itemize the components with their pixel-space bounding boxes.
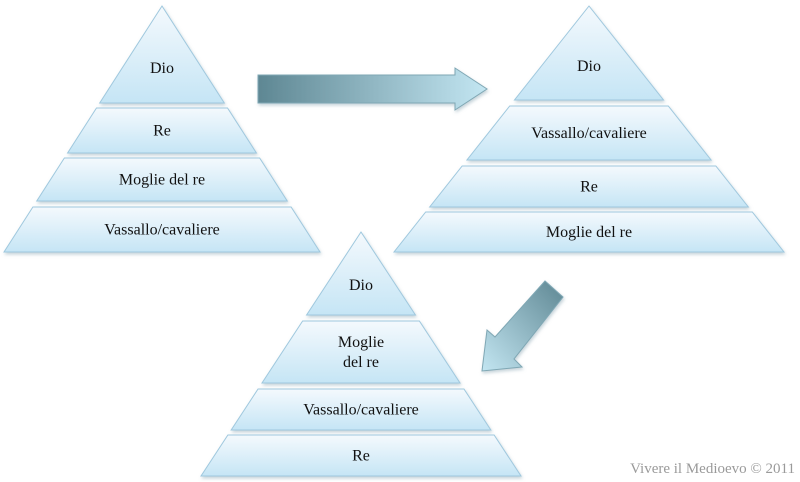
pyramid-level: Re (66, 107, 258, 154)
pyramid-level-label: Dio (349, 277, 373, 294)
pyramid-level-label: Dio (577, 58, 601, 75)
pyramid-level-shape (98, 5, 226, 104)
pyramid-level-shape (3, 206, 321, 253)
pyramid-level: Dio (513, 5, 665, 101)
pyramid-level-label: Moglie del re (119, 172, 205, 189)
pyramid-level: Moglie del re (392, 211, 786, 253)
pyramid-level: Vassallo/cavaliere (3, 206, 321, 253)
pyramid-level: Dio (98, 5, 226, 104)
arrow-down-left (481, 280, 564, 372)
pyramid-level: Re (200, 434, 522, 477)
pyramid-level-shape (66, 107, 258, 154)
right-arrow-icon (257, 67, 488, 111)
pyramid-level-shape (200, 434, 522, 477)
pyramid-level-label: Moglie del re (546, 224, 632, 241)
pyramid-level: Dio (305, 231, 417, 316)
watermark: Vivere il Medioevo © 2011 (630, 461, 795, 477)
pyramid-level-label: Re (352, 448, 370, 465)
pyramid-level-shape (465, 105, 713, 161)
arrow-right (257, 67, 488, 111)
pyramid-level-label: Dio (150, 60, 174, 77)
pyramid-level-shape (261, 320, 461, 384)
pyramid-level: Vassallo/cavaliere (465, 105, 713, 161)
pyramid-level-label: Vassallo/cavaliere (303, 402, 419, 419)
pyramid-level-label: Re (153, 123, 171, 140)
pyramid-level: Moglie del re (35, 157, 289, 202)
pyramid-level-shape (428, 165, 750, 208)
pyramid-level-shape (35, 157, 289, 202)
pyramid-level-shape (392, 211, 786, 253)
down-left-arrow-icon (481, 280, 564, 372)
pyramid-level-shape (305, 231, 417, 316)
pyramid-level-shape (513, 5, 665, 101)
pyramid-level-label: Re (580, 179, 598, 196)
pyramid-level-label: Vassallo/cavaliere (531, 125, 647, 142)
pyramid-level-shape (230, 388, 492, 431)
pyramid-level: Re (428, 165, 750, 208)
pyramid-level: Vassallo/cavaliere (230, 388, 492, 431)
pyramid-level-label: Vassallo/cavaliere (104, 222, 220, 239)
